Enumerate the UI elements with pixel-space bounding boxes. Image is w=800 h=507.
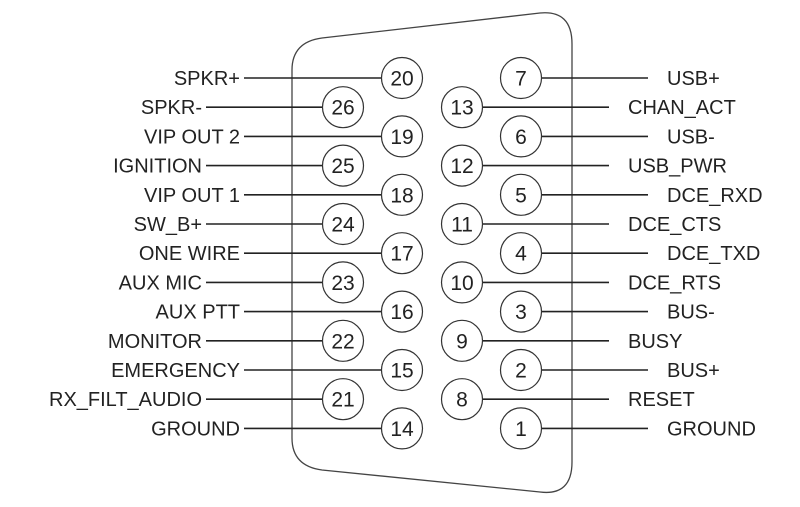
pin-number: 4 (515, 243, 527, 266)
pin-label: BUSY (628, 331, 682, 353)
pin-label: DCE_RTS (628, 272, 721, 294)
pin-label: BUS- (667, 302, 715, 324)
pin-circle-2 (499, 348, 543, 392)
pin-label: EMERGENCY (111, 360, 240, 382)
pin-label: SW_B+ (134, 214, 202, 236)
pin-label: MONITOR (108, 331, 202, 353)
pin-circle-19 (380, 115, 424, 158)
pin-circle-8 (440, 378, 484, 421)
wires-group (206, 77, 648, 430)
pin-number: 13 (450, 97, 473, 120)
pin-label: AUX MIC (119, 272, 202, 294)
labels-group: SPKR+ SPKR- VIP OUT 2 IGNITION VIP OUT 1 SW_B… (49, 68, 763, 440)
pin-circle-18 (380, 173, 424, 216)
pin-label: USB+ (667, 68, 720, 90)
pin-circle-1 (499, 407, 543, 450)
pin-number: 16 (390, 301, 413, 324)
pin-circle-21 (321, 378, 365, 421)
pin-circle-17 (380, 232, 424, 275)
pin-circle-14 (380, 407, 424, 450)
pin-label: IGNITION (113, 156, 202, 178)
pin-number: 9 (456, 330, 468, 353)
pin-number: 21 (331, 389, 354, 412)
pin-number: 22 (331, 330, 354, 353)
pin-circle-20 (380, 56, 424, 100)
pin-label: AUX PTT (156, 302, 240, 324)
pin-label: ONE WIRE (139, 243, 240, 265)
pin-number: 10 (450, 272, 473, 295)
pin-circle-7 (499, 56, 543, 100)
pin-number: 25 (331, 155, 354, 178)
pin-number: 2 (515, 360, 527, 383)
pins-group: 2026192518241723162215211471361251141039… (321, 56, 543, 450)
pin-label: RESET (628, 389, 695, 411)
pin-number: 1 (515, 418, 527, 441)
pin-circle-12 (440, 144, 484, 187)
pin-label: SPKR+ (174, 68, 240, 90)
pin-label: RX_FILT_AUDIO (49, 389, 202, 411)
pin-number: 7 (515, 68, 527, 91)
pin-label: DCE_RXD (667, 185, 763, 207)
pin-number: 12 (450, 155, 473, 178)
pin-label: SPKR- (141, 97, 202, 119)
pin-number: 3 (515, 301, 527, 324)
pin-circle-6 (499, 115, 543, 158)
pin-circle-11 (440, 202, 484, 246)
pin-number: 6 (515, 126, 527, 149)
pin-label: USB_PWR (628, 156, 727, 178)
pin-label: GROUND (151, 418, 240, 440)
pin-circle-25 (321, 144, 365, 187)
pin-circle-26 (321, 86, 365, 129)
pin-label: VIP OUT 2 (144, 126, 240, 148)
pin-circle-24 (321, 202, 365, 246)
pin-label: VIP OUT 1 (144, 185, 240, 207)
pin-label: DCE_CTS (628, 214, 721, 236)
pin-number: 23 (331, 272, 354, 295)
pin-circle-3 (499, 290, 543, 333)
pin-number: 20 (390, 68, 413, 91)
pin-number: 18 (390, 184, 413, 207)
pin-circle-4 (499, 232, 543, 275)
pin-label: DCE_TXD (667, 243, 760, 265)
pin-number: 14 (390, 418, 414, 441)
pin-circle-15 (380, 348, 424, 392)
pin-circle-5 (499, 173, 543, 216)
pin-number: 8 (456, 389, 468, 412)
pin-label: CHAN_ACT (628, 97, 736, 119)
pin-label: BUS+ (667, 360, 720, 382)
pin-label: USB- (667, 126, 715, 148)
connector-shell-outline (291, 12, 573, 494)
pin-circle-10 (440, 261, 484, 304)
pin-number: 15 (390, 360, 413, 383)
pin-circle-13 (440, 86, 484, 129)
pin-label: GROUND (667, 418, 756, 440)
pin-number: 19 (390, 126, 413, 149)
pin-number: 26 (331, 97, 354, 120)
pin-number: 5 (515, 184, 527, 207)
pin-circle-23 (321, 261, 365, 304)
pin-number: 11 (451, 214, 473, 237)
pin-number: 24 (331, 214, 355, 237)
pin-circle-16 (380, 290, 424, 333)
pin-circle-9 (440, 319, 484, 362)
pin-circle-22 (321, 319, 365, 362)
pin-number: 17 (390, 243, 413, 266)
